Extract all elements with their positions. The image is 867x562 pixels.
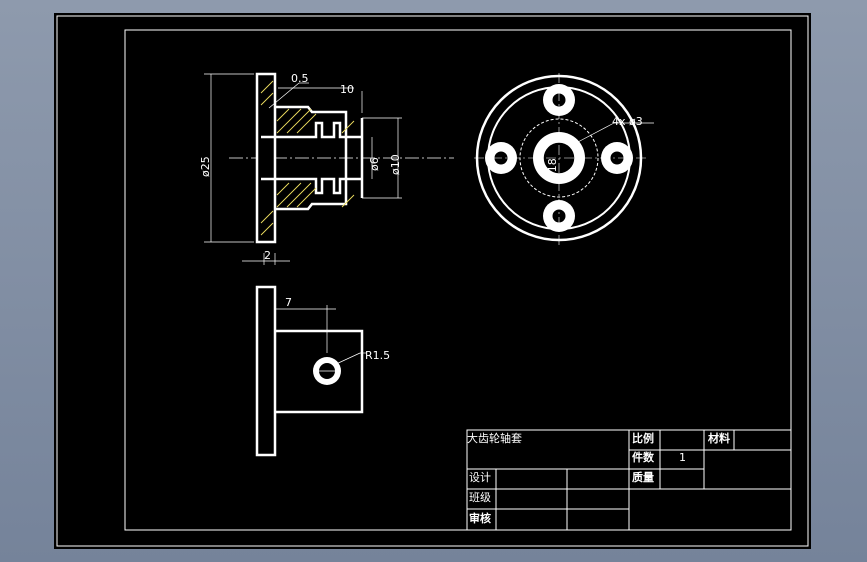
- weight-label: 质量: [632, 470, 654, 484]
- bore-lower: [261, 177, 362, 195]
- drawing-frame: [124, 29, 792, 531]
- section-view: 0.5 10 ø25 ø6 ø10 2: [199, 72, 454, 265]
- review-label: 审核: [469, 511, 491, 525]
- class-label: 班级: [469, 491, 491, 504]
- dim-dia-10: ø10: [389, 154, 402, 175]
- count-value: 1: [679, 451, 686, 464]
- cad-drawing: 0.5 10 ø25 ø6 ø10 2 4x ø3 ø18: [56, 15, 809, 547]
- top-hub: [275, 329, 364, 414]
- title-block: 大齿轮轴套 比例 材料 件数 1 质量 设计 班级 审核: [466, 429, 792, 531]
- scale-label: 比例: [632, 431, 654, 445]
- section-hatching: [260, 80, 355, 236]
- dim-dia-18: ø18: [546, 158, 559, 179]
- holes-leader: [575, 122, 615, 144]
- dim-dia-6: ø6: [368, 157, 381, 171]
- dim-holes: 4x ø3: [612, 115, 643, 128]
- dim-chamfer: 0.5: [291, 72, 309, 85]
- dim-length-10: 10: [340, 83, 354, 96]
- top-flange: [255, 285, 277, 457]
- end-view-center-lines: [474, 73, 646, 245]
- hub-outline: [275, 105, 348, 211]
- flange-outline: [255, 72, 277, 244]
- sheet-border: [56, 15, 809, 547]
- drawing-sheet: 0.5 10 ø25 ø6 ø10 2 4x ø3 ø18: [54, 13, 811, 549]
- design-label: 设计: [469, 471, 491, 484]
- part-name: 大齿轮轴套: [467, 431, 522, 445]
- dimension-lines: [204, 73, 402, 265]
- dim-dia-25: ø25: [199, 156, 212, 177]
- count-label: 件数: [632, 450, 655, 464]
- bore-upper: [261, 121, 362, 139]
- dim-radius: R1.5: [365, 349, 390, 362]
- top-dimension-lines: [275, 305, 366, 372]
- top-view: 7 R1.5: [255, 285, 390, 457]
- dim-offset-7: 7: [285, 296, 292, 309]
- end-view: 4x ø3 ø18: [474, 73, 654, 245]
- material-label: 材料: [708, 431, 730, 445]
- dim-thickness-2: 2: [264, 249, 271, 262]
